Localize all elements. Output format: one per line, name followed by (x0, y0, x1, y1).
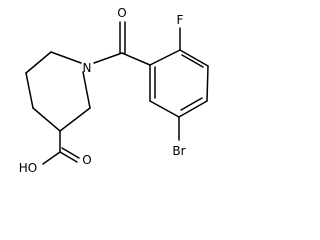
bond-acid-carbonyl-a (59, 151, 78, 163)
chemical-structure-diagram: N O F Br O HO (19, 6, 209, 175)
bond-n1-carbonyl-carbon (93, 52, 123, 64)
bond-ar5-ar6 (149, 100, 180, 118)
bond-c6-c5 (25, 51, 52, 74)
hydroxyl-label: HO (19, 161, 37, 175)
bromine-label: Br (172, 144, 185, 158)
benzene-ring (149, 49, 209, 118)
bond-c2-n1 (82, 71, 91, 109)
fluorine-label: F (177, 13, 184, 27)
bond-ar1-ar2 (149, 49, 181, 66)
carboxylic-acid-group (42, 130, 80, 165)
bond-c5-c4 (25, 72, 34, 109)
acid-oxygen-label: O (82, 153, 91, 167)
bond-ar4-ar5 (178, 100, 208, 118)
amide-carbonyl (93, 21, 151, 66)
bond-n1-c6 (50, 51, 82, 64)
bond-c4-c3 (32, 107, 61, 132)
bond-acid-carbon-hydroxyl (42, 151, 61, 165)
bond-acid-carbonyl-b (61, 147, 80, 159)
bond-inner-double-1 (181, 54, 204, 68)
bond-c3-c2 (59, 107, 91, 132)
bond-ar3-ar4 (206, 65, 209, 102)
ring-nitrogen-label: N (83, 61, 92, 75)
bond-carbonyl-to-ring (121, 52, 151, 66)
piperidine-ring (25, 51, 91, 132)
bond-ar2-ar3 (179, 49, 209, 67)
carbonyl-oxygen-label: O (117, 6, 126, 20)
bond-inner-double-2 (180, 97, 203, 111)
